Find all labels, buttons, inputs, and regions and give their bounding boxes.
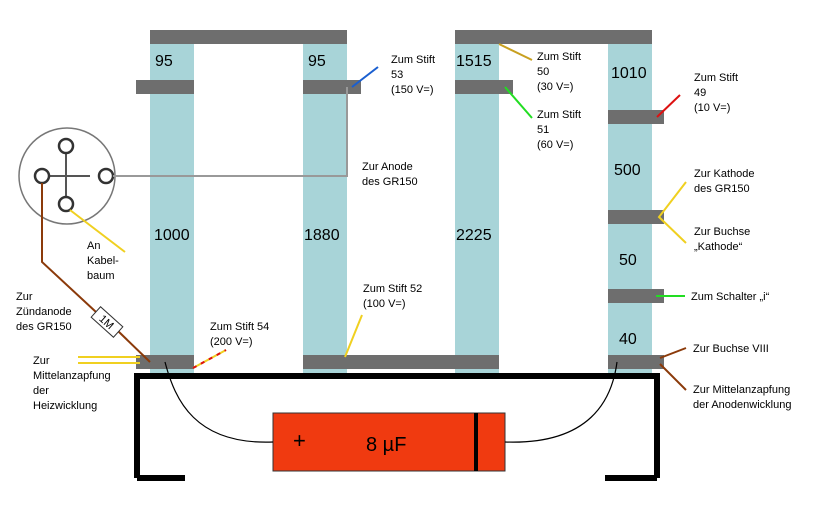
capacitor-lead-left: [164, 361, 274, 443]
tag-strip1-top: [136, 80, 194, 94]
wire-zuendanode-2: [117, 330, 151, 363]
wire-kabelbaum: [69, 209, 126, 253]
label-buchse8: Zur Buchse VIII: [693, 343, 769, 355]
wire-zuendanode: [41, 183, 97, 313]
label-stift54: Zum Stift 54 (200 V=): [210, 321, 272, 348]
bridge-strip2-strip3: [303, 355, 499, 369]
label-stift50: Zum Stift 50 (30 V=): [537, 51, 584, 93]
tag-strip4-schalter: [608, 289, 664, 303]
resistor-1m: 1M: [90, 306, 124, 338]
anode-wire: [113, 87, 348, 177]
tag-strip4-49: [608, 110, 664, 124]
label-stift51: Zum Stift 51 (60 V=): [537, 109, 584, 151]
strip4-top-value: 1010: [611, 65, 647, 82]
top-frame-left: [150, 30, 347, 44]
wire-stift52: [344, 314, 363, 358]
label-kabelbaum: An Kabel- baum: [87, 240, 122, 282]
wire-stift49: [656, 94, 681, 118]
resistor-strip-1: [150, 44, 194, 374]
strip4-500-value: 500: [614, 162, 641, 179]
socket-pin-right: [97, 167, 115, 185]
top-frame-right: [455, 30, 652, 44]
wire-stift51: [504, 86, 533, 119]
strip3-main-value: 2225: [456, 227, 492, 244]
label-stift52: Zum Stift 52 (100 V=): [363, 283, 425, 310]
label-mittel-anode: Zur Mittelanzapfung der Anodenwicklung: [693, 384, 793, 411]
resistor-strip-4: [608, 44, 652, 374]
capacitor-body: [272, 412, 506, 472]
strip1-main-value: 1000: [154, 227, 190, 244]
wire-stift50: [498, 43, 533, 61]
label-buchse-kathode: Zur Buchse „Kathode“: [694, 226, 753, 253]
tag-strip4-kathode: [608, 210, 664, 224]
strip1-top-value: 95: [155, 53, 173, 70]
chassis-bracket: [134, 373, 660, 478]
socket-pin-left: [33, 167, 51, 185]
wire-kathode: [657, 181, 687, 244]
label-kathode: Zur Kathode des GR150: [694, 168, 758, 195]
label-zuendanode: Zur Zündanode des GR150: [16, 291, 75, 333]
label-mittel-heiz: Zur Mittelanzapfung der Heizwicklung: [33, 355, 114, 412]
capacitor-label: 8 µF: [366, 434, 406, 456]
wire-stift54-red: [192, 349, 227, 369]
resistor-strip-2: [303, 44, 347, 374]
strip2-top-value: 95: [308, 53, 326, 70]
label-stift53: Zum Stift 53 (150 V=): [391, 54, 438, 96]
strip2-main-value: 1880: [304, 227, 340, 244]
socket-pin-top: [57, 137, 75, 155]
strip4-40-value: 40: [619, 331, 637, 348]
tag-strip3-top: [455, 80, 513, 94]
label-schalter: Zum Schalter „i“: [691, 291, 770, 303]
strip4-50-value: 50: [619, 252, 637, 269]
wire-mittel-anode: [659, 363, 687, 391]
capacitor-plus: +: [293, 428, 306, 453]
capacitor-lead-right: [504, 361, 618, 443]
tag-strip4-bottom: [608, 355, 664, 369]
socket-pin-bottom: [57, 195, 75, 213]
label-stift49: Zum Stift 49 (10 V=): [694, 72, 741, 114]
wire-stift53: [351, 66, 379, 88]
wire-buchse8: [659, 347, 687, 359]
strip3-top-value: 1515: [456, 53, 492, 70]
resistor-strip-3: [455, 44, 499, 374]
label-anode: Zur Anode des GR150: [362, 161, 418, 188]
